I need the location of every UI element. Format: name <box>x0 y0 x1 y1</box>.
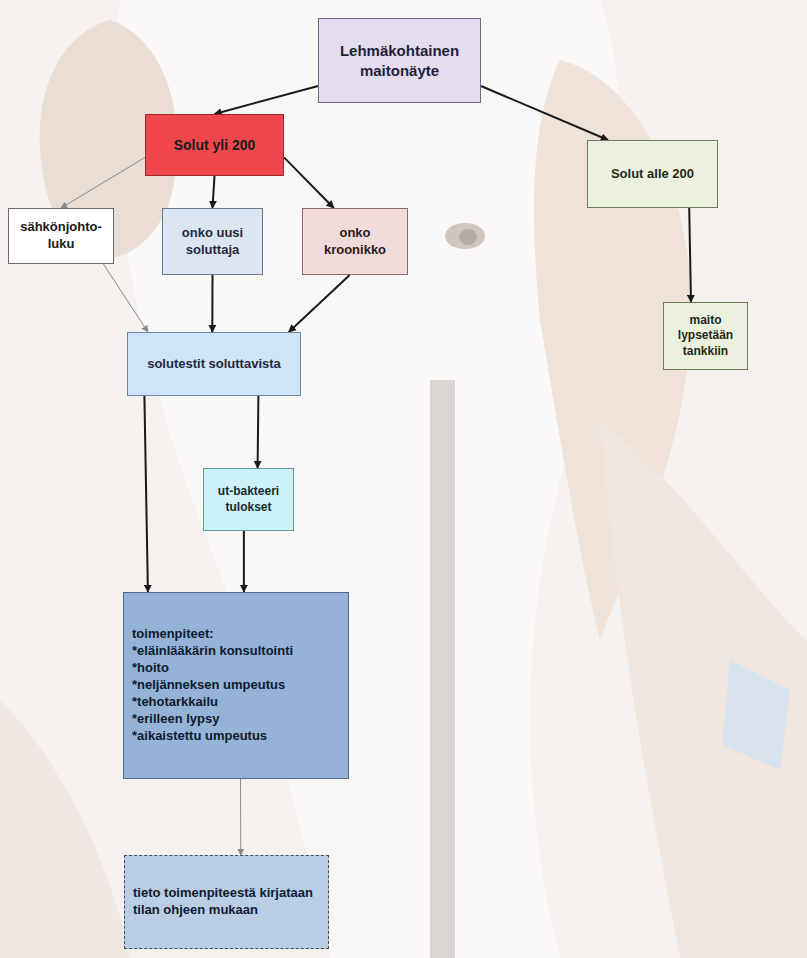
node-text: *hoito <box>132 660 340 677</box>
node-text: *eläinlääkärin konsultointi <box>132 643 340 660</box>
arrow-connector <box>689 208 691 302</box>
node-text: maito lypsetään tankkiin <box>672 313 739 360</box>
process-box: solutestit soluttavista <box>127 332 301 396</box>
node-text: ut-bakteeri tulokset <box>212 484 285 515</box>
check-box: onko uusi soluttaja <box>162 208 263 275</box>
node-text: solutestit soluttavista <box>136 356 292 373</box>
node-text: toimenpiteet: <box>132 626 340 643</box>
node-text: sähkönjohto-luku <box>17 219 105 253</box>
process-box: ut-bakteeri tulokset <box>203 468 294 531</box>
node-text: *aikaistettu umpeutus <box>132 728 340 745</box>
node-text: Solut alle 200 <box>596 166 709 183</box>
arrow-connector <box>103 264 147 332</box>
arrow-connector <box>481 86 608 140</box>
arrow-connector <box>289 275 350 332</box>
note-box: tieto toimenpiteestä kirjataan tilan ohj… <box>124 855 329 949</box>
condition-box: Solut yli 200 <box>145 114 284 176</box>
node-text: *tehotarkkailu <box>132 694 340 711</box>
condition-box: Solut alle 200 <box>587 140 718 208</box>
node-text: *erilleen lypsy <box>132 711 340 728</box>
node-text: Lehmäkohtainen maitonäyte <box>327 41 472 80</box>
check-box: sähkönjohto-luku <box>8 208 114 264</box>
arrow-connector <box>144 396 148 592</box>
node-text: onko uusi soluttaja <box>171 225 254 259</box>
node-text: Solut yli 200 <box>154 136 275 154</box>
action-box: toimenpiteet:*eläinlääkärin konsultointi… <box>123 592 349 779</box>
result-box: maito lypsetään tankkiin <box>663 302 748 370</box>
arrow-connector <box>243 531 245 592</box>
start-box: Lehmäkohtainen maitonäyte <box>318 18 481 103</box>
arrow-connector <box>240 779 241 855</box>
check-box: onko kroonikko <box>302 208 408 275</box>
node-text: *neljänneksen umpeutus <box>132 677 340 694</box>
arrow-connector <box>61 157 145 208</box>
arrow-connector <box>215 86 319 114</box>
node-text: tieto toimenpiteestä kirjataan tilan ohj… <box>133 885 320 919</box>
arrow-connector <box>211 275 213 332</box>
arrow-connector <box>213 176 215 208</box>
node-text: onko kroonikko <box>311 225 399 259</box>
arrow-connector <box>257 396 260 468</box>
arrow-connector <box>284 157 334 208</box>
